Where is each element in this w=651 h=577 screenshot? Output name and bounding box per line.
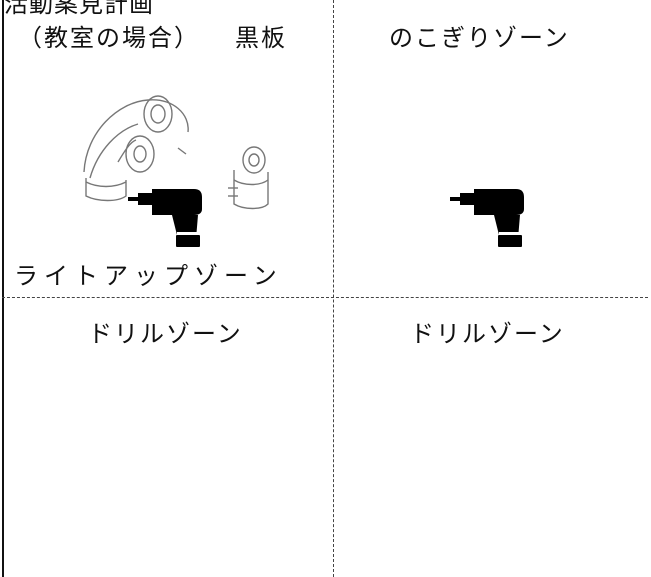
grid-horizontal-divider: [2, 297, 648, 298]
blackboard-label: 黒板: [235, 24, 287, 52]
light-up-zone-label: ライトアップゾーン: [14, 262, 283, 290]
document-title: 活動案見計画: [4, 0, 154, 18]
drill-zone-right-label: ドリルゾーン: [410, 320, 565, 348]
drill-zone-left-label: ドリルゾーン: [88, 320, 243, 348]
drill-icon: [128, 189, 202, 247]
grid-left-border: [2, 0, 4, 577]
saw-zone-label: のこぎりゾーン: [389, 24, 570, 52]
classroom-case-label: （教室の場合）: [18, 24, 200, 52]
grid-vertical-divider: [333, 0, 334, 577]
light-object-sketch: [83, 95, 269, 210]
drill-icon: [450, 189, 524, 247]
